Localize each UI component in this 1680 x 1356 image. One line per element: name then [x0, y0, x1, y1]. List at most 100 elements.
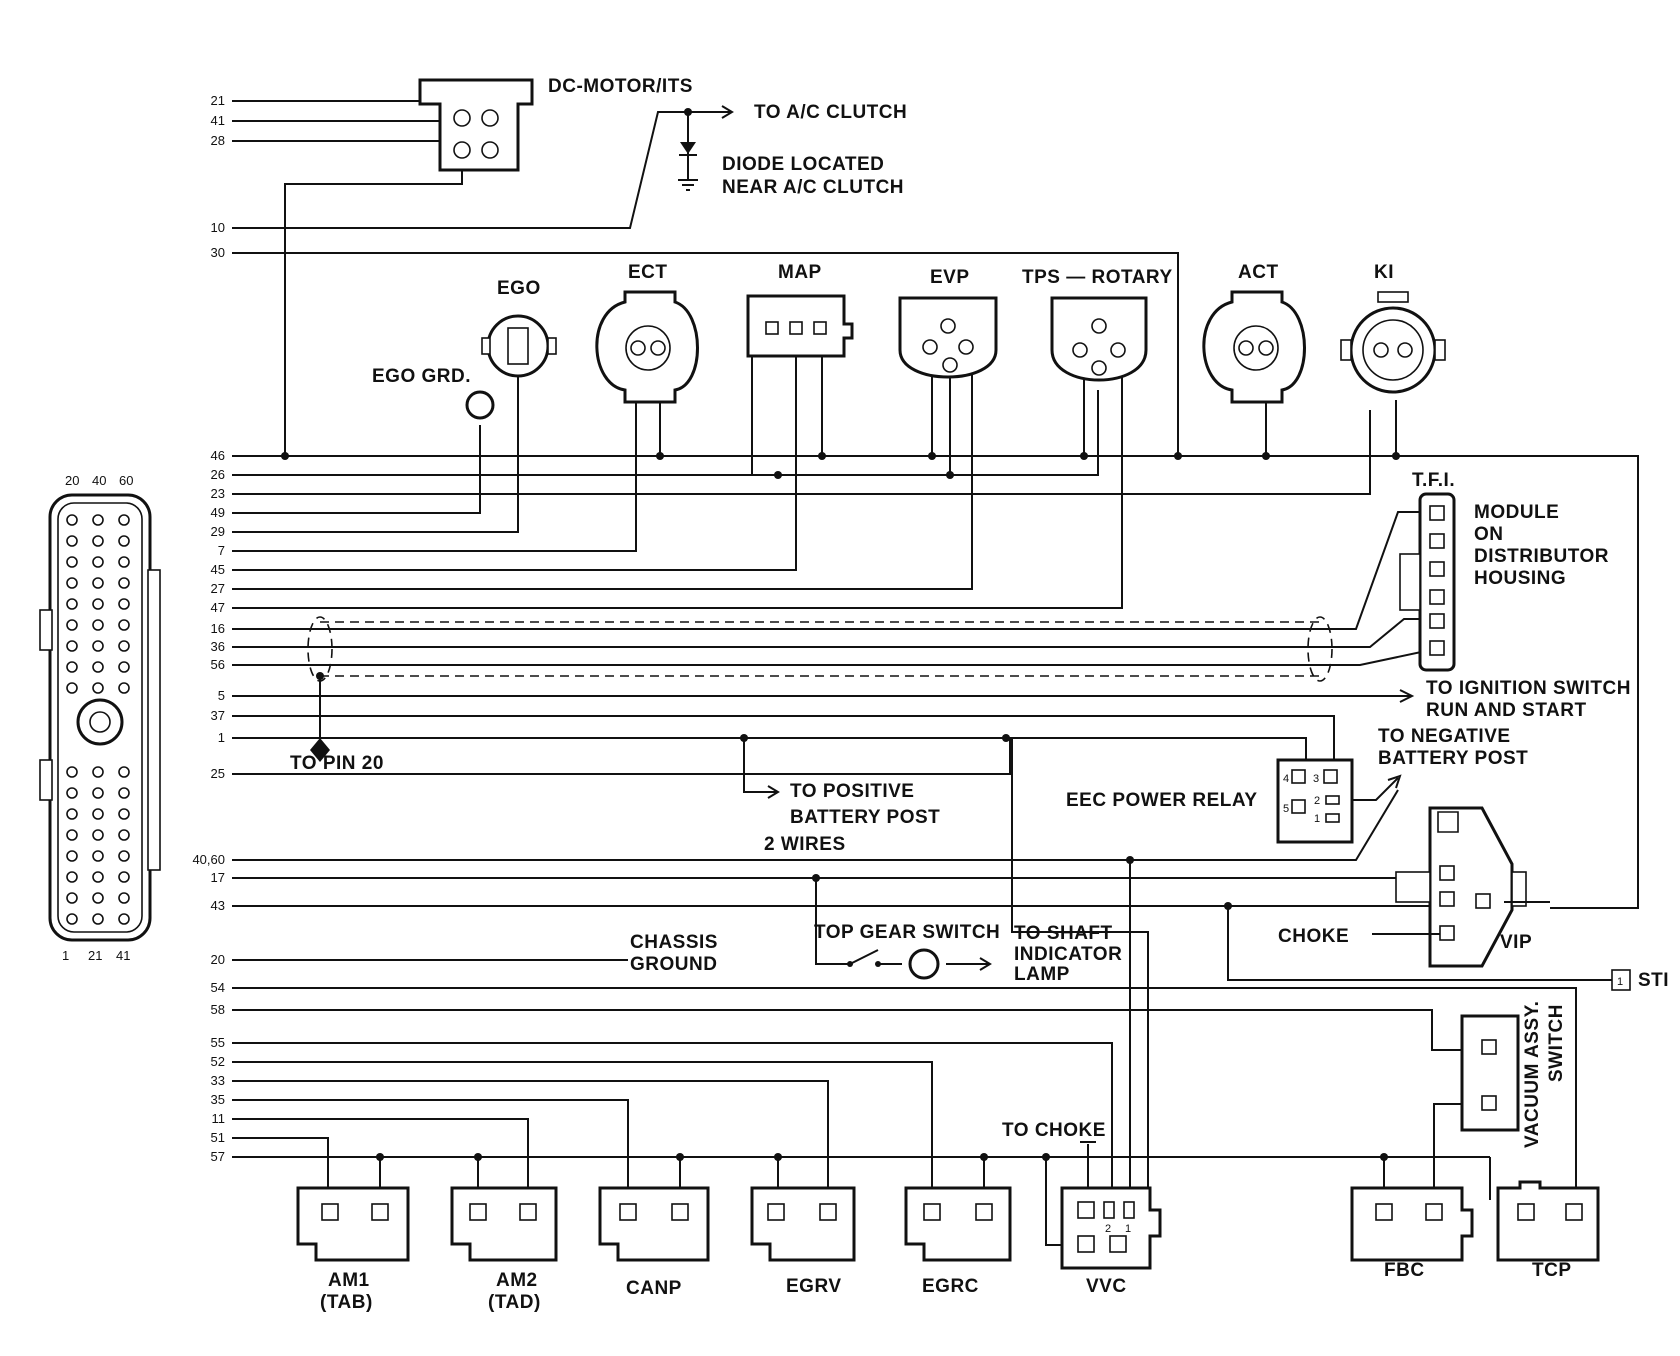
ki-sensor: KI [1340, 262, 1446, 394]
wire-45 [232, 332, 797, 571]
actuator-tcp: TCP [1496, 1180, 1600, 1281]
ecu-pin-hole [92, 850, 104, 862]
pin-41: 41 [211, 113, 225, 128]
vacuum-label-2: SWITCH [1546, 1004, 1567, 1082]
tfi-desc-3: DISTRIBUTOR [1474, 546, 1609, 567]
ecu-pin-hole [66, 829, 78, 841]
pin-numbers: 21 41 28 10 30 46 26 23 49 29 7 45 27 47… [192, 93, 225, 1164]
ground-symbol [678, 179, 698, 191]
pin-49: 49 [211, 505, 225, 520]
ecu-pin-hole [92, 892, 104, 904]
wire-40-60 [232, 789, 1399, 861]
dc-motor-label: DC-MOTOR/ITS [548, 76, 693, 97]
ecu-label-21: 21 [88, 948, 102, 963]
ecu-pin-hole [66, 514, 78, 526]
junction [1002, 734, 1010, 742]
ecu-pin-hole [66, 808, 78, 820]
vip-key [1437, 811, 1459, 833]
ecu-center-bolt-inner [89, 711, 111, 733]
shield-lines [320, 621, 1320, 677]
fbc-body [1350, 1186, 1474, 1262]
am2-pin [469, 1203, 487, 1221]
pin-46: 46 [211, 448, 225, 463]
arrow-pos-battery [767, 785, 780, 799]
shield-end-right [1307, 616, 1333, 682]
vacuum-pin [1481, 1039, 1497, 1055]
wire-33 [232, 1080, 829, 1200]
wire-10 [232, 111, 730, 229]
wire-pos-battery [743, 738, 776, 793]
ecu-pin-hole [118, 850, 130, 862]
fbc-pin [1375, 1203, 1393, 1221]
dc-motor-connector: DC-MOTOR/ITS [418, 76, 693, 172]
ecu-tab-l1 [39, 609, 53, 651]
tfi-label: T.F.I. [1412, 470, 1455, 491]
shield-end-left [307, 616, 333, 682]
pin-54: 54 [211, 980, 225, 995]
relay-pin [1325, 795, 1340, 805]
tps-sensor: TPS — ROTARY [1022, 267, 1172, 382]
pin-5: 5 [218, 688, 225, 703]
relay-pin [1291, 769, 1306, 784]
ecu-pin-hole [66, 577, 78, 589]
act-pin [1258, 340, 1274, 356]
pin-45: 45 [211, 562, 225, 577]
top-gear-label: TOP GEAR SWITCH [814, 922, 1000, 943]
evp-pin [958, 339, 974, 355]
pin-47: 47 [211, 600, 225, 615]
relay-pin [1323, 769, 1338, 784]
note-two-wires: 2 WIRES [764, 834, 846, 855]
note-ac-clutch: TO A/C CLUTCH [754, 102, 907, 123]
switch-contact [847, 961, 853, 967]
junction [316, 672, 324, 680]
ecu-pin-hole [118, 766, 130, 778]
ecu-label-40: 40 [92, 473, 106, 488]
fbc-pin [1425, 1203, 1443, 1221]
pin-20: 20 [211, 952, 225, 967]
ecu-pin-hole [66, 661, 78, 673]
vip-label: VIP [1500, 932, 1532, 953]
arrow-ignition [1399, 689, 1415, 703]
ecu-pin-hole [118, 577, 130, 589]
evp-pin [922, 339, 938, 355]
wires [232, 100, 1639, 1246]
indicator-lamp [908, 948, 940, 980]
ecu-pin-hole [92, 871, 104, 883]
tfi-desc-2: ON [1474, 524, 1504, 545]
junction [474, 1153, 482, 1161]
note-ignition-1: TO IGNITION SWITCH [1426, 678, 1631, 699]
am2-body [450, 1186, 558, 1262]
tcp-pin [1565, 1203, 1583, 1221]
evp-body [898, 296, 998, 379]
relay-pin [1325, 813, 1340, 823]
vvc-pin-2: 2 [1105, 1223, 1111, 1235]
ecu-label-60: 60 [119, 473, 133, 488]
pin-27: 27 [211, 581, 225, 596]
ecu-pin-hole [92, 682, 104, 694]
wire-vvc-feed-a [1011, 738, 1149, 1200]
to-choke-label: TO CHOKE [1002, 1120, 1106, 1141]
am2-pin [519, 1203, 537, 1221]
relay-pin-5: 5 [1283, 803, 1289, 815]
ecu-pin-hole [92, 577, 104, 589]
note-neg-battery-1: TO NEGATIVE [1378, 726, 1511, 747]
ecu-pin-hole [66, 787, 78, 799]
ect-sensor: ECT [595, 262, 699, 404]
tfi-module: T.F.I. MODULE ON DISTRIBUTOR HOUSING [1399, 470, 1609, 672]
ecu-pin-hole [92, 535, 104, 547]
ecu-pin-hole [118, 892, 130, 904]
pin-52: 52 [211, 1054, 225, 1069]
pin-30: 30 [211, 245, 225, 260]
vvc-pin [1109, 1235, 1127, 1253]
pin-26: 26 [211, 467, 225, 482]
tfi-tab [1399, 553, 1421, 611]
tps-body [1050, 296, 1148, 382]
am1-label: AM1 [328, 1270, 370, 1291]
pin-35: 35 [211, 1092, 225, 1107]
vip-pin [1439, 925, 1455, 941]
map-sensor: MAP [746, 262, 854, 358]
ecu-connector: 20 40 60 1 21 41 [39, 473, 161, 963]
pin-43: 43 [211, 898, 225, 913]
junction [774, 1153, 782, 1161]
junction [946, 471, 954, 479]
